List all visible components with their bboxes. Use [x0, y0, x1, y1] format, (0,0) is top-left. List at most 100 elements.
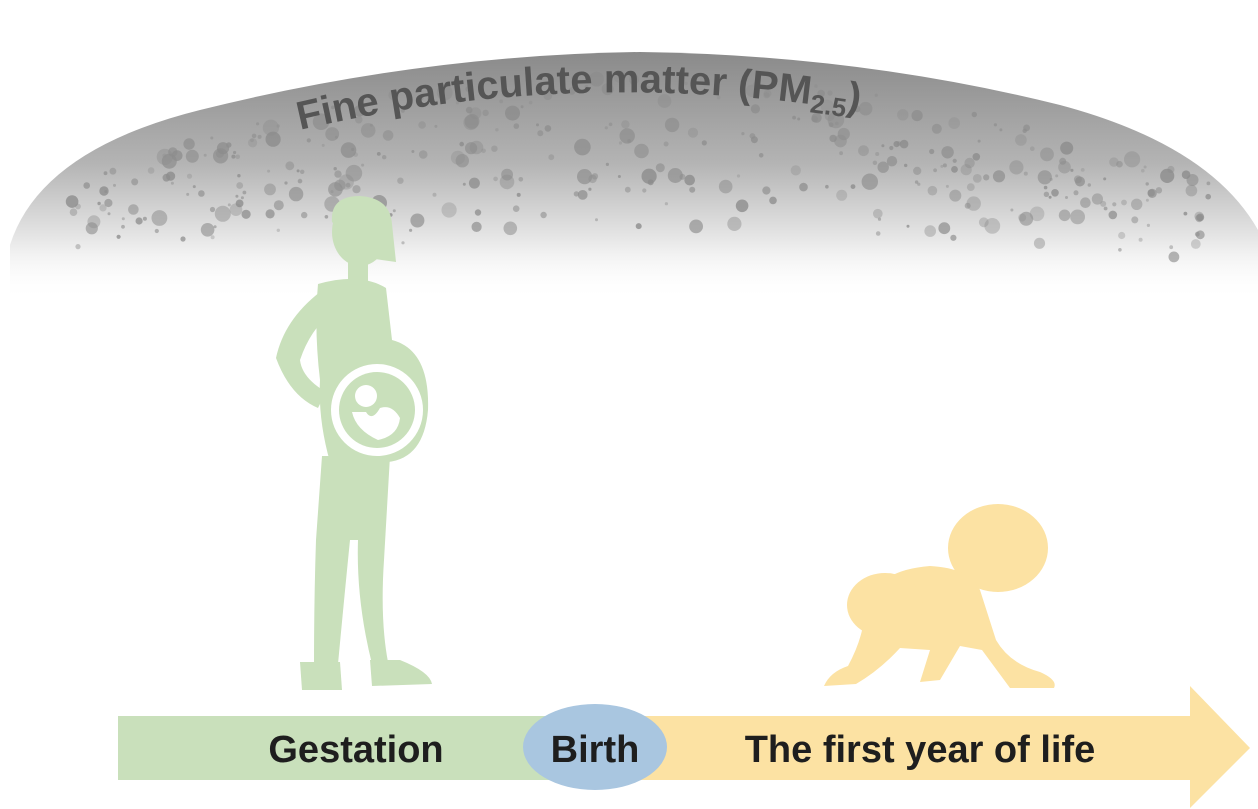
- particle: [198, 190, 205, 197]
- particle: [605, 126, 608, 129]
- particle: [913, 167, 921, 175]
- particle: [851, 184, 856, 189]
- particle: [307, 138, 311, 142]
- particle: [835, 122, 839, 126]
- particle: [656, 163, 665, 172]
- particle: [513, 205, 520, 212]
- particle: [689, 220, 703, 234]
- particle: [941, 146, 953, 158]
- particle: [300, 170, 304, 174]
- particle: [434, 125, 437, 128]
- particle: [736, 200, 749, 213]
- particle: [70, 208, 78, 216]
- particle: [226, 142, 231, 147]
- particle: [128, 204, 139, 215]
- particle: [1146, 199, 1149, 202]
- particle: [548, 154, 554, 160]
- crawling-baby-icon: [824, 504, 1055, 688]
- particle: [1109, 211, 1118, 220]
- particle: [298, 179, 303, 184]
- particle: [769, 197, 777, 205]
- particle: [418, 121, 426, 129]
- particle: [1059, 158, 1066, 165]
- fetus-icon: [331, 364, 423, 456]
- particle: [1015, 134, 1027, 146]
- particle: [1144, 166, 1147, 169]
- particle: [932, 124, 942, 134]
- particle: [946, 185, 949, 188]
- particle: [951, 166, 958, 173]
- particle: [183, 138, 194, 149]
- particle: [277, 124, 280, 127]
- first-year-label: The first year of life: [745, 729, 1096, 771]
- particle: [258, 135, 262, 139]
- particle: [836, 190, 847, 201]
- particle: [839, 151, 843, 155]
- particle: [897, 109, 908, 120]
- particle: [1103, 177, 1106, 180]
- particle: [1139, 238, 1143, 242]
- particle: [472, 222, 482, 232]
- particle: [409, 229, 412, 232]
- particle: [401, 241, 404, 244]
- particle: [964, 158, 974, 168]
- particle: [924, 225, 936, 237]
- particle: [433, 193, 437, 197]
- particle: [792, 116, 796, 120]
- particle: [1112, 202, 1116, 206]
- particle: [493, 177, 498, 182]
- particle: [463, 183, 466, 186]
- particle: [578, 190, 588, 200]
- particle: [211, 235, 215, 239]
- particle: [912, 110, 923, 121]
- particle: [904, 164, 907, 167]
- particle: [383, 130, 394, 141]
- particle: [1050, 178, 1053, 181]
- particle: [859, 102, 873, 116]
- particle: [750, 133, 756, 139]
- particle: [397, 178, 403, 184]
- particle: [897, 141, 902, 146]
- particle: [825, 185, 829, 189]
- particle: [285, 161, 294, 170]
- particle: [973, 174, 982, 183]
- particle: [664, 142, 669, 147]
- particle: [1141, 169, 1145, 173]
- particle: [595, 218, 598, 221]
- particle: [334, 170, 341, 177]
- particle: [878, 162, 889, 173]
- particle: [1030, 146, 1035, 151]
- birth-label: Birth: [551, 729, 640, 771]
- particle: [1088, 183, 1091, 186]
- particle: [186, 150, 199, 163]
- particle: [482, 110, 488, 116]
- particle: [517, 193, 521, 197]
- particle: [335, 136, 338, 139]
- particle: [157, 149, 173, 165]
- particle: [537, 130, 543, 136]
- particle: [1118, 232, 1125, 239]
- particle: [1131, 199, 1142, 210]
- particle: [1070, 169, 1073, 172]
- particle: [495, 128, 498, 131]
- particle: [665, 202, 668, 205]
- particle: [235, 155, 240, 160]
- particle: [1118, 248, 1122, 252]
- particle: [1109, 157, 1118, 166]
- particle: [858, 145, 869, 156]
- particle: [66, 195, 79, 208]
- particle: [762, 186, 770, 194]
- particle: [277, 229, 280, 232]
- particle: [110, 168, 117, 175]
- particle: [521, 105, 524, 108]
- particle: [136, 217, 143, 224]
- particle: [1060, 142, 1073, 155]
- particle: [1191, 239, 1201, 249]
- particle: [500, 175, 515, 190]
- particle: [301, 212, 307, 218]
- particle: [289, 187, 303, 201]
- particle: [163, 174, 171, 182]
- particle: [193, 185, 196, 188]
